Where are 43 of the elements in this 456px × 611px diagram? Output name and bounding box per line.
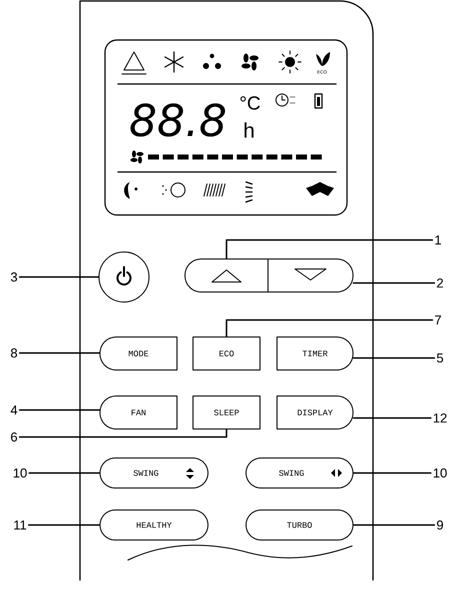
leader-line bbox=[28, 472, 100, 474]
callout-number: 1 bbox=[435, 236, 441, 244]
leader-line bbox=[226, 239, 434, 260]
button: MODE bbox=[100, 336, 178, 370]
callout-number: 12 bbox=[434, 413, 447, 423]
unit-label: h bbox=[244, 122, 254, 138]
leader-line bbox=[352, 417, 432, 419]
leader-line bbox=[352, 472, 432, 474]
callout-number: 10 bbox=[434, 468, 447, 478]
callout-number: 8 bbox=[10, 348, 18, 358]
callout-number: 5 bbox=[436, 353, 444, 363]
lcd-screen bbox=[104, 39, 348, 216]
leader-line bbox=[28, 524, 100, 526]
digit-readout: 88.8 bbox=[130, 103, 226, 137]
button: HEALTHY bbox=[100, 510, 208, 540]
leader-line bbox=[18, 276, 100, 278]
down-button bbox=[268, 258, 354, 292]
callout-number: 9 bbox=[437, 520, 443, 530]
callout-number: 4 bbox=[10, 406, 18, 414]
callout-number: 7 bbox=[435, 316, 441, 324]
callout-number: 3 bbox=[10, 272, 18, 282]
swing-button: SWING bbox=[100, 458, 208, 488]
leader-line bbox=[352, 524, 436, 526]
leader-line bbox=[352, 357, 436, 359]
up-button bbox=[184, 258, 268, 292]
button: TIMER bbox=[276, 336, 354, 370]
unit-label: °C bbox=[240, 96, 260, 110]
button: FAN bbox=[100, 396, 178, 430]
button: TURBO bbox=[246, 510, 354, 540]
button: SLEEP bbox=[192, 396, 260, 430]
callout-number: 10 bbox=[14, 468, 27, 478]
button: ECO bbox=[192, 336, 260, 370]
power-button bbox=[98, 252, 150, 302]
leader-line bbox=[18, 352, 100, 354]
leader-line bbox=[18, 409, 100, 411]
callout-number: 11 bbox=[14, 520, 26, 530]
swing-button: SWING bbox=[246, 458, 354, 488]
button: DISPLAY bbox=[276, 396, 354, 430]
callout-number: 6 bbox=[11, 432, 18, 442]
callout-number: 2 bbox=[437, 278, 443, 288]
leader-line bbox=[18, 428, 228, 438]
leader-line bbox=[352, 282, 436, 284]
leader-line bbox=[226, 319, 434, 338]
